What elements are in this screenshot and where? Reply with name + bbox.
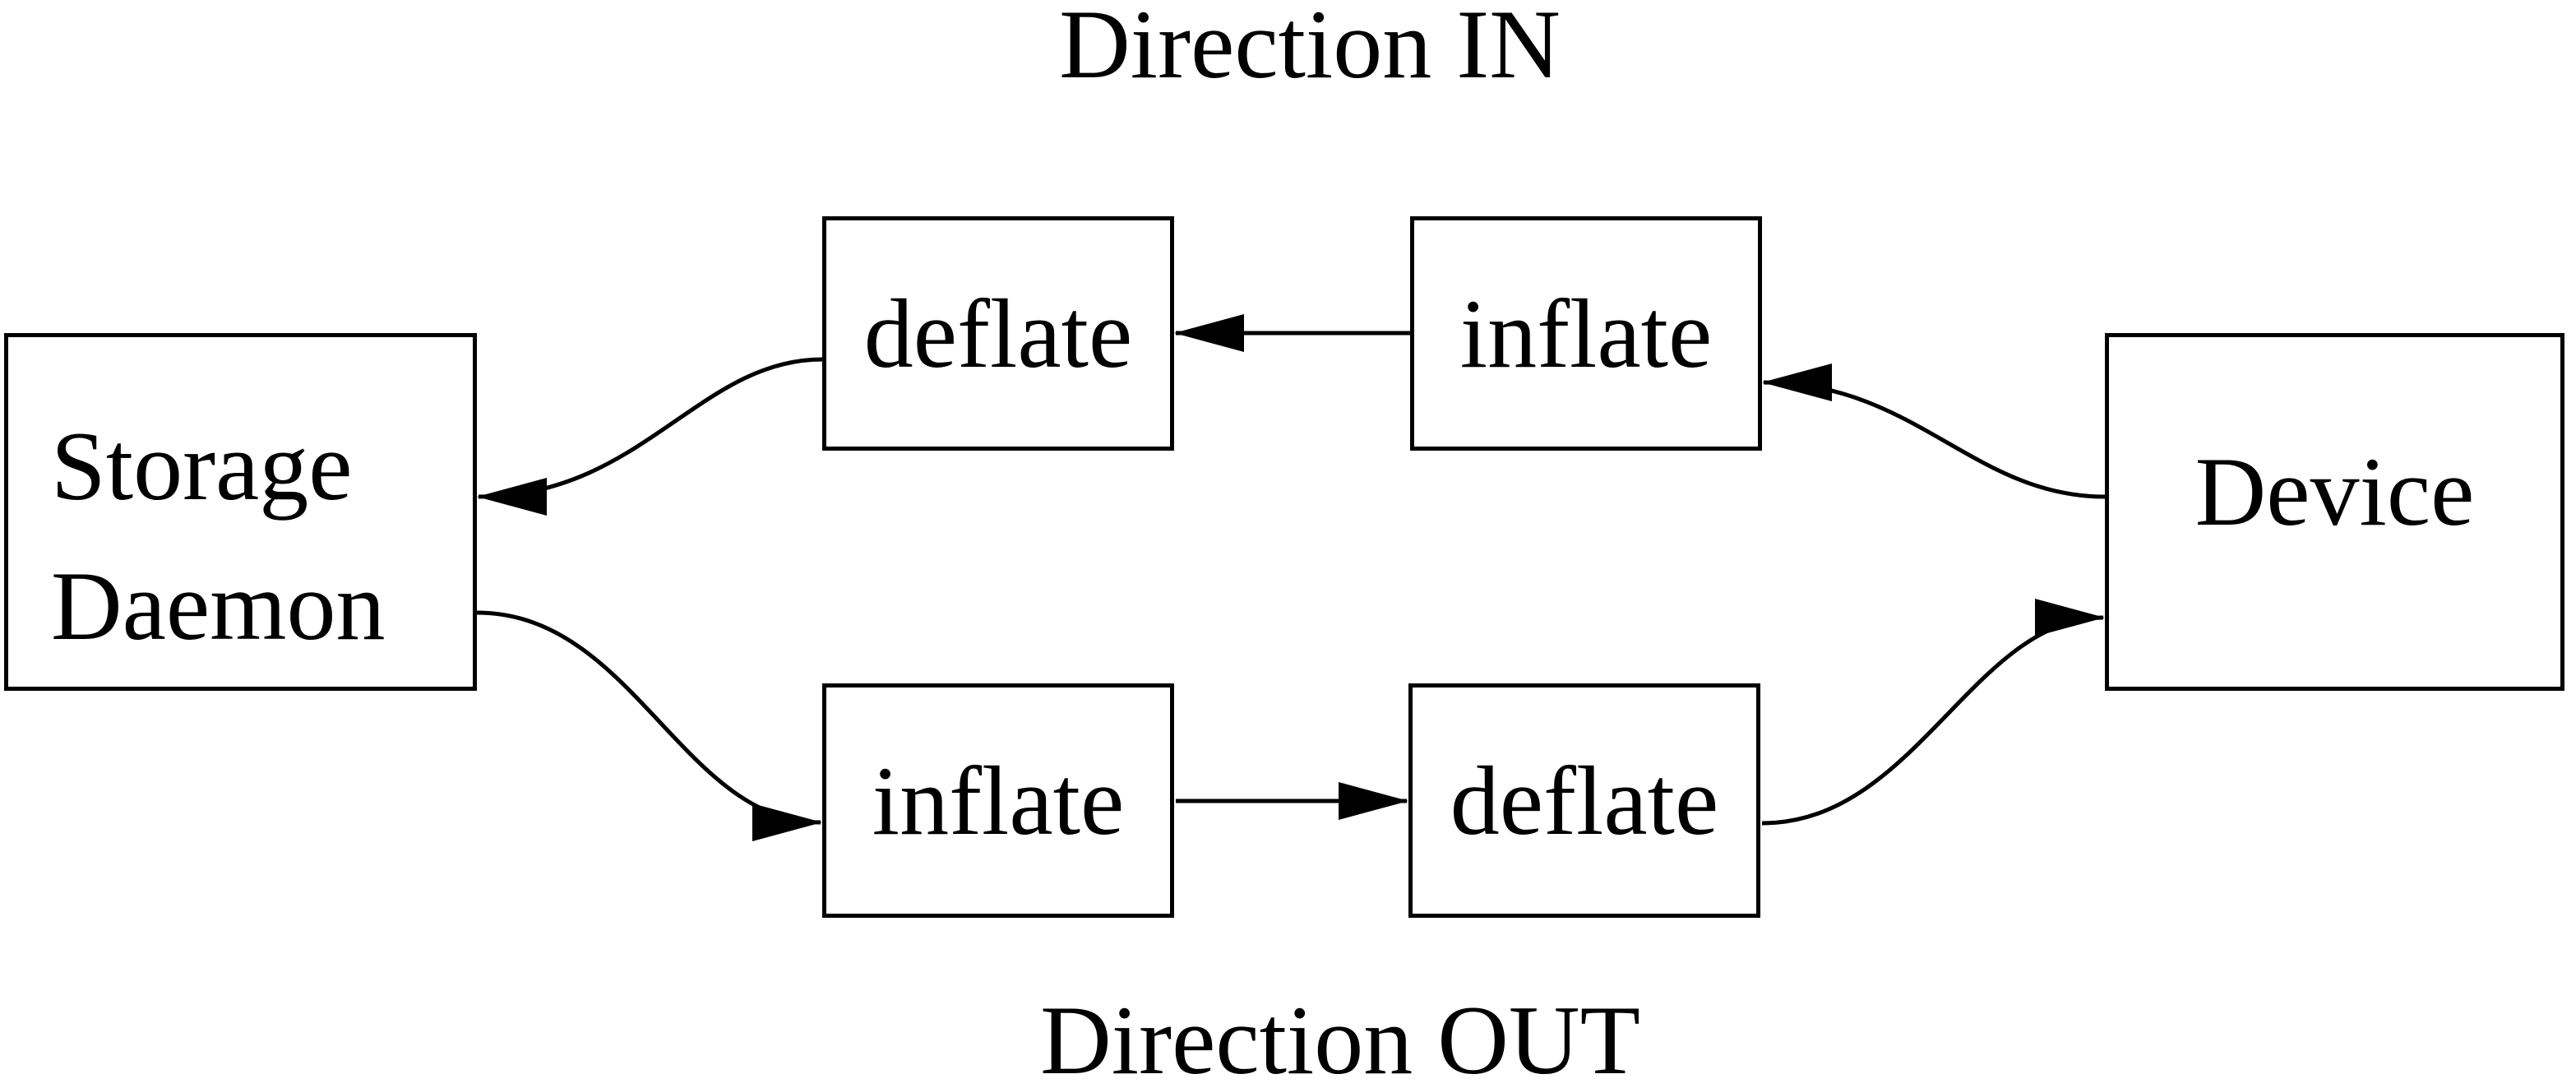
arrow-deflate-out-to-device — [1761, 599, 2105, 826]
inflate-in-node: inflate — [1410, 216, 1762, 451]
arrow-storage-daemon-to-inflate-out — [476, 610, 822, 841]
inflate-out-label: inflate — [872, 745, 1125, 855]
arrow-deflate-in-to-storage-daemon — [477, 357, 823, 516]
deflate-out-label: deflate — [1450, 745, 1719, 855]
inflate-out-node: inflate — [822, 683, 1174, 918]
arrow-device-to-inflate-in — [1762, 363, 2106, 499]
title-direction-out: Direction OUT — [1040, 985, 1640, 1088]
storage-daemon-label-line2: Daemon — [51, 551, 386, 660]
title-direction-in: Direction IN — [1059, 0, 1561, 99]
deflate-out-node: deflate — [1408, 683, 1760, 918]
deflate-in-node: deflate — [822, 216, 1174, 451]
device-label: Device — [2194, 436, 2475, 546]
storage-daemon-node: Storage Daemon — [4, 333, 477, 691]
storage-daemon-label-line1: Storage — [51, 411, 353, 521]
deflate-in-label: deflate — [863, 278, 1133, 388]
device-node: Device — [2105, 333, 2564, 691]
inflate-in-label: inflate — [1459, 278, 1713, 388]
